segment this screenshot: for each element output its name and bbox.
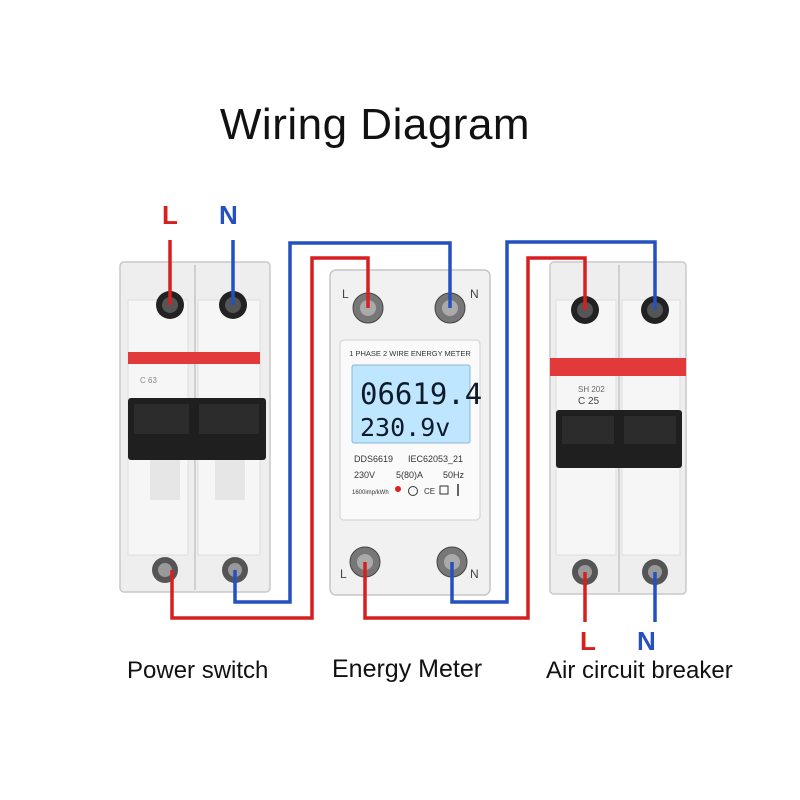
meter-standard: IEC62053_21	[408, 454, 463, 464]
meter-top-left-mark: L	[342, 287, 349, 301]
bottom-live-label: L	[580, 626, 596, 656]
meter-pulse-led	[395, 486, 401, 492]
switch-to-meter-neutral-wire	[233, 241, 452, 604]
power-switch-rating: C 63	[140, 376, 157, 385]
meter-kwh-reading: 06619.4	[360, 377, 482, 411]
top-live-label: L	[162, 200, 178, 230]
meter-frequency: 50Hz	[443, 470, 465, 480]
meter-to-breaker-neutral-wire	[450, 240, 657, 604]
bottom-neutral-label: N	[637, 626, 656, 656]
meter-current: 5(80)A	[396, 470, 423, 480]
meter-bottom-left-mark: L	[340, 567, 347, 581]
meter-bottom-right-mark: N	[470, 567, 479, 581]
meter-model: DDS6619	[354, 454, 393, 464]
air-circuit-breaker: SH 202 C 25	[549, 261, 687, 595]
meter-ce-mark-icon: CE	[424, 487, 435, 496]
meter-class-icon	[408, 486, 418, 496]
meter-voltage-reading: 230.9v	[360, 413, 450, 442]
power-switch-caption: Power switch	[127, 657, 269, 684]
breaker-rating: C 25	[578, 396, 600, 407]
meter-header: 1 PHASE 2 WIRE ENERGY METER	[349, 349, 471, 358]
power-switch: C 63	[119, 261, 271, 593]
switch-to-meter-live-wire	[170, 256, 370, 620]
diagram-title: Wiring Diagram	[219, 100, 531, 149]
meter-top-right-mark: N	[470, 287, 479, 301]
top-neutral-label: N	[219, 200, 238, 230]
breaker-model: SH 202	[578, 385, 605, 394]
energy-meter-caption: Energy Meter	[332, 655, 483, 683]
energy-meter: L N 1 PHASE 2 WIRE ENERGY METER 06619.4 …	[329, 269, 491, 596]
meter-double-insulation-icon	[439, 485, 449, 495]
meter-to-breaker-live-wire	[363, 256, 587, 620]
breaker-caption: Air circuit breaker	[546, 657, 733, 684]
meter-voltage: 230V	[354, 470, 375, 480]
power-switch-bottom-left-terminal	[152, 557, 178, 583]
meter-imp: 1600imp/kWh	[352, 490, 389, 496]
